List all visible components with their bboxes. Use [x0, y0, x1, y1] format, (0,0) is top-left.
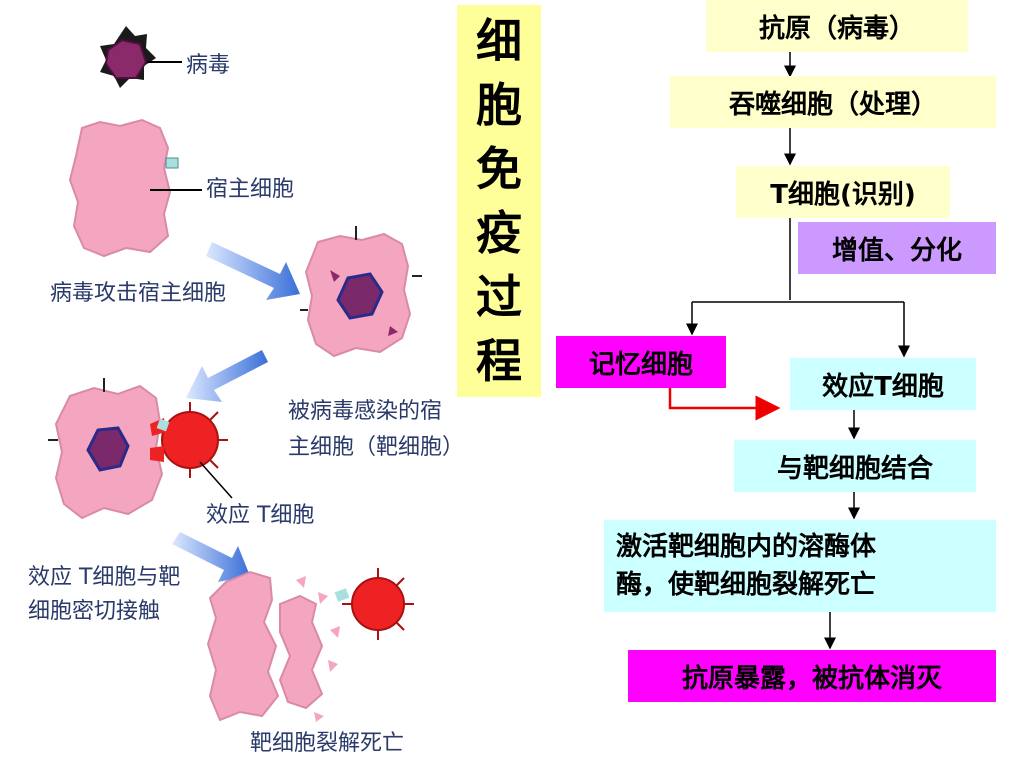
illustration-panel: 病毒 宿主细胞 病毒攻击宿主细胞 被病毒感染的宿 主细胞（靶细胞） 效应 T细胞…	[28, 26, 465, 756]
label-infected-1: 被病毒感染的宿	[288, 399, 443, 424]
effector-pointer	[199, 461, 233, 499]
blue-arrow-1	[206, 242, 300, 300]
title-char: 过	[476, 270, 522, 324]
receptor-icon	[165, 157, 179, 169]
activate-line-1: 激活靶细胞内的溶酶体	[616, 532, 877, 562]
box-bind-target: 与靶细胞结合	[734, 440, 976, 492]
label-host-cell: 宿主细胞	[206, 177, 295, 202]
label-effector-t: 效应 T细胞	[206, 503, 315, 528]
box-proliferate: 增值、分化	[798, 222, 996, 274]
box-memory-cell: 记忆细胞	[556, 336, 726, 388]
box-effector-t: 效应T细胞	[790, 358, 976, 410]
title-char: 程	[476, 334, 522, 388]
box-activate-lysosome: 激活靶细胞内的溶酶体 酶，使靶细胞裂解死亡	[604, 520, 996, 612]
box-t-cell: T细胞(识别)	[736, 166, 950, 218]
title-char: 免	[476, 142, 522, 196]
host-cell-shape	[68, 118, 172, 258]
virus-icon	[100, 26, 156, 88]
label-infected-2: 主细胞（靶细胞）	[288, 435, 465, 460]
contact-scene	[48, 378, 228, 520]
activate-line-2: 酶，使靶细胞裂解死亡	[616, 570, 877, 600]
label-contact-1: 效应 T细胞与靶	[28, 565, 181, 590]
infected-cell	[300, 226, 422, 358]
label-contact-2: 细胞密切接触	[28, 599, 161, 624]
label-lysis: 靶细胞裂解死亡	[250, 731, 405, 756]
blue-arrow-2	[186, 350, 268, 402]
box-phagocyte: 吞噬细胞（处理）	[670, 76, 996, 128]
illustration-svg	[48, 26, 422, 722]
box-antigen-exposed: 抗原暴露，被抗体消灭	[628, 650, 996, 702]
label-virus: 病毒	[186, 53, 231, 78]
vertical-title: 细 胞 免 疫 过 程	[457, 5, 541, 397]
blue-arrow-3	[172, 532, 250, 582]
lysed-cell	[206, 568, 414, 722]
title-char: 胞	[476, 78, 522, 132]
title-char: 疫	[476, 206, 522, 260]
label-attack: 病毒攻击宿主细胞	[50, 281, 227, 306]
box-antigen: 抗原（病毒）	[706, 0, 968, 52]
title-char: 细	[476, 14, 522, 68]
